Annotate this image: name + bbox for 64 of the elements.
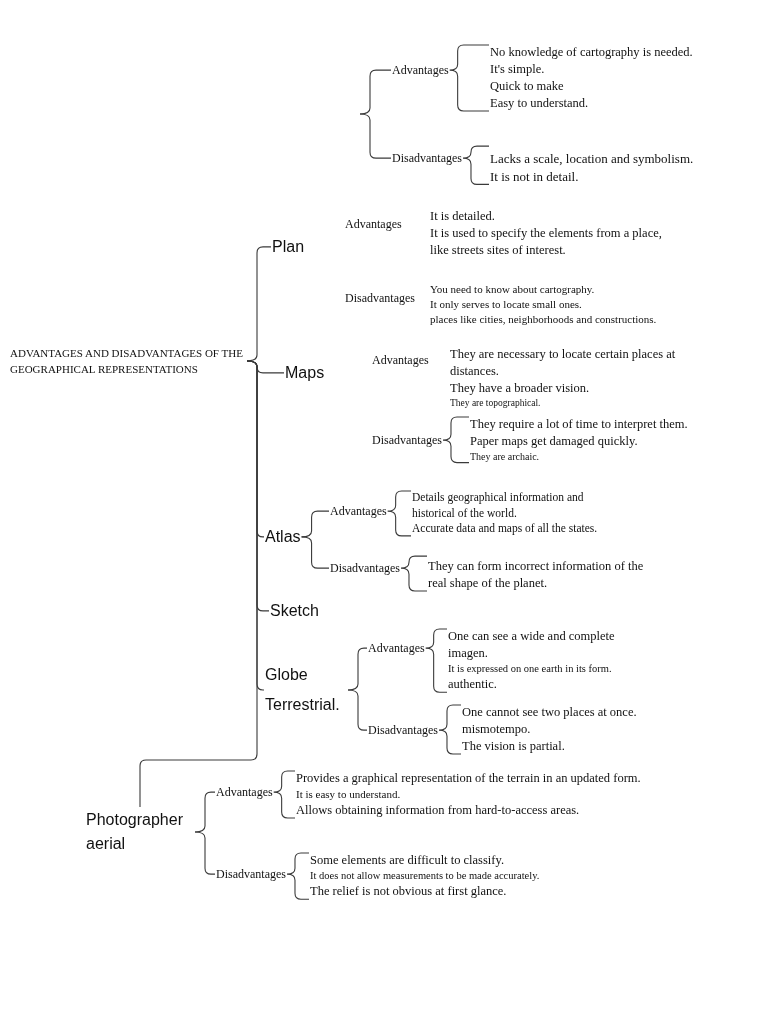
point-text: Quick to make [490,78,565,95]
brace-connector [438,704,462,755]
point-text: authentic. [448,676,498,694]
brace-connector [286,852,310,900]
point-text: They are archaic. [470,450,541,464]
brace-connector [400,555,428,592]
point-text: No knowledge of cartography is needed. [490,44,694,61]
point-text: Lacks a scale, location and symbolism. [490,150,695,168]
advantages-label: Advantages [216,784,273,801]
point-text: One cannot see two places at once. [462,704,638,721]
point-text: They require a lot of time to interpret them. [470,416,689,433]
point-text: It does not allow measurements to be made accurately. [310,869,541,883]
point-text: Details geographical information and historical of the world. [412,490,585,521]
brace-connector [387,490,412,537]
point-text: It is not in detail. [490,167,580,186]
brace-connector [359,113,392,159]
brace-connector [273,770,296,819]
point-text: Provides a graphical representation of the terrain in an updated form. [296,770,642,787]
category-label: Atlas [265,526,301,548]
point-text: One can see a wide and complete imagen. [448,628,616,662]
point-text: The relief is not obvious at first glance. [310,883,508,901]
disadvantages-label: Disadvantages [368,722,438,739]
point-text: It only serves to locate small ones. [430,296,583,312]
disadvantages-label: Disadvantages [345,290,415,307]
brace-connector [442,416,470,464]
brace-connector [449,44,490,112]
brace-connector [301,536,330,569]
category-label: Sketch [270,600,319,622]
brace-connector [359,69,392,115]
disadvantages-label: Disadvantages [330,560,400,577]
advantages-label: Advantages [330,503,387,520]
brace-connector [139,360,258,808]
point-text: It's simple. [490,61,546,78]
brace-connector [462,145,490,185]
advantages-label: Advantages [345,216,402,233]
category-label: Plan [272,236,305,258]
point-text: The vision is partial. [462,738,566,755]
main-topic-text: ADVANTAGES AND DISADVANTAGES OF THE GEOGRAPHICAL REPRESENTATIONS [10,345,246,377]
point-text: They are topographical. [450,397,542,410]
brace-connector [425,628,448,693]
category-label: Globe Terrestrial. [265,660,347,720]
disadvantages-label: Disadvantages [216,866,286,883]
point-text: They can form incorrect information of the real shape of the planet. [428,558,648,592]
point-text: Paper maps get damaged quickly. [470,433,639,450]
point-text: mismotempo. [462,721,532,738]
point-text: places like cities, neighborhoods and constructions. [430,311,658,327]
category-label: Photographer aerial [86,808,194,856]
point-text: It is detailed. [430,208,496,225]
point-text: They are necessary to locate certain places at distances. [450,346,677,380]
point-text: Some elements are difficult to classify. [310,852,506,869]
advantages-label: Advantages [392,62,449,79]
advantages-label: Advantages [368,640,425,657]
point-text: They have a broader vision. [450,380,591,397]
category-label: Maps [285,362,325,384]
point-text: Easy to understand. [490,95,590,112]
disadvantages-label: Disadvantages [392,150,462,167]
point-text: It is easy to understand. [296,787,402,802]
point-text: It is used to specify the elements from a place, like streets sites of interest. [430,225,663,259]
point-text: You need to know about cartography. [430,282,596,297]
point-text: Allows obtaining information from hard-to-access areas. [296,801,581,819]
advantages-label: Advantages [372,352,429,369]
disadvantages-label: Disadvantages [372,432,442,449]
point-text: Accurate data and maps of all the states. [412,521,599,537]
point-text: It is expressed on one earth in its form. [448,662,613,676]
